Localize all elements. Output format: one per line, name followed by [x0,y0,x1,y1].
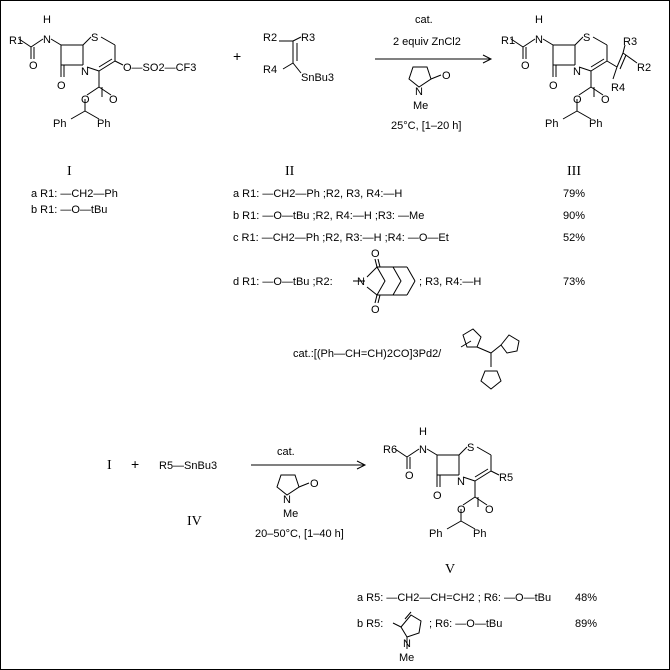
ester-carbonyl-o-label: O [485,504,494,516]
table-row-d-end: ; R3, R4:—H [419,276,481,288]
yield-V-a: 48% [575,592,597,604]
nmp-me-label: Me [283,508,298,520]
ester-carbonyl-o-label: O [109,94,118,106]
ester-o-label: O [573,94,582,106]
reactant-vinyl-stannane: R2 R3 R4 SnBu3 [263,32,334,84]
yield-c: 52% [563,232,585,244]
ring-n-label: N [81,66,89,78]
nmp-o-label: O [442,70,451,82]
product-V-structure: R6 H N O S N O R5 O O Ph Ph [383,426,513,540]
temperature-label: 20–50°C, [1–40 h] [255,528,344,540]
compound-V-label: V [445,562,455,577]
catalyst-label: cat. [415,14,433,26]
amide-o-label: O [29,60,38,72]
reactant-cephem-triflate: R1 H N O S N O O—SO2—CF3 O O Ph Ph [9,14,196,130]
compound-I-b: b R1: —O—tBu [31,204,107,216]
plus-sign: + [233,48,241,64]
nmp-n-label: N [415,86,423,98]
nh-h-label: H [43,14,51,26]
ester-o-label: O [457,504,466,516]
catalyst-note: cat.:[(Ph—CH=CH)2CO]3Pd2/ [293,348,442,360]
reaction-2: I + R5—SnBu3 IV cat. O N Me 20–50°C, [1–… [107,426,597,664]
stannane-IV: R5—SnBu3 [159,460,217,472]
column-header-II: II [285,164,295,179]
r2-label: R2 [637,62,651,74]
phenyl-label: Ph [545,118,558,130]
sulfur-label: S [91,32,98,44]
phthalimide-o-label: O [371,248,380,260]
column-header-I: I [67,164,72,179]
phenyl-label: Ph [429,528,442,540]
table-row-c: c R1: —CH2—Ph ;R2, R3:—H ;R4: —O—Et [233,232,449,244]
snbu3-label: SnBu3 [301,72,334,84]
yield-a: 79% [563,188,585,200]
r1-label: R1 [9,35,23,47]
ester-o-label: O [81,94,90,106]
table-row-d-start: d R1: —O—tBu ;R2: [233,276,333,288]
ring-n-label: N [573,66,581,78]
amide-o-label: O [521,60,530,72]
reaction-arrow-1: cat. 2 equiv ZnCl2 O N Me 25°C, [1–20 h] [375,14,493,132]
trifurylmethane-structure [460,328,520,390]
sulfur-label: S [467,442,474,454]
table-row-b: b R1: —O—tBu ;R2, R4:—H ;R3: —Me [233,210,424,222]
r5-label: R5 [499,472,513,484]
ring-n-label: N [457,476,465,488]
nmp-n-label: N [283,494,291,506]
phenyl-label: Ph [97,118,110,130]
compound-IV-label: IV [187,514,202,529]
yield-V-b: 89% [575,618,597,630]
pyrrolyl-structure: N Me [392,611,422,664]
table-row-V-b-start: b R5: [357,618,383,630]
product-vinyl-cephem: R1 H N O S N O R3 R2 R4 O O Ph Ph [501,14,651,130]
column-header-III: III [567,164,581,179]
nmp-me-label: Me [413,100,428,112]
r3-label: R3 [301,32,315,44]
pyrrole-n-label: N [403,638,411,650]
phenyl-label: Ph [53,118,66,130]
nmp-o-label: O [310,478,319,490]
phthalimide-n-label: N [357,276,365,288]
r3-label: R3 [623,36,637,48]
amide-n-label: N [419,444,427,456]
phenyl-label: Ph [589,118,602,130]
nh-h-label: H [535,14,543,26]
amide-n-label: N [535,34,543,46]
amide-n-label: N [43,34,51,46]
r2-label: R2 [263,32,277,44]
ester-carbonyl-o-label: O [601,94,610,106]
lactam-o-label: O [57,80,66,92]
r4-label: R4 [611,82,625,94]
temperature-label: 25°C, [1–20 h] [391,120,461,132]
table-row-V-a: a R5: —CH2—CH=CH2 ; R6: —O—tBu [357,592,551,604]
phthalimide-o-label: O [371,304,380,316]
zncl2-label: 2 equiv ZnCl2 [393,36,461,48]
substituent-table: I II III a R1: —CH2—Ph b R1: —O—tBu a R1… [31,164,585,390]
pyrrole-me-label: Me [399,652,414,664]
triflate-label: O—SO2—CF3 [123,62,196,74]
reactant-I-label: I [107,458,112,473]
nh-h-label: H [419,426,427,438]
sulfur-label: S [583,32,590,44]
compound-I-a: a R1: —CH2—Ph [31,188,118,200]
yield-d: 73% [563,276,585,288]
table-row-a: a R1: —CH2—Ph ;R2, R3, R4:—H [233,188,402,200]
table-row-V-b-end: ; R6: —O—tBu [429,618,502,630]
r1-label: R1 [501,35,515,47]
phthalimide-structure: O O N [353,248,416,316]
r6-label: R6 [383,444,397,456]
amide-o-label: O [405,470,414,482]
reaction-arrow-2: cat. O N Me 20–50°C, [1–40 h] [251,446,367,540]
r4-label: R4 [263,64,277,76]
plus-sign: + [131,456,139,472]
yield-b: 90% [563,210,585,222]
lactam-o-label: O [549,80,558,92]
lactam-o-label: O [433,490,442,502]
catalyst-label: cat. [277,446,295,458]
phenyl-label: Ph [473,528,486,540]
